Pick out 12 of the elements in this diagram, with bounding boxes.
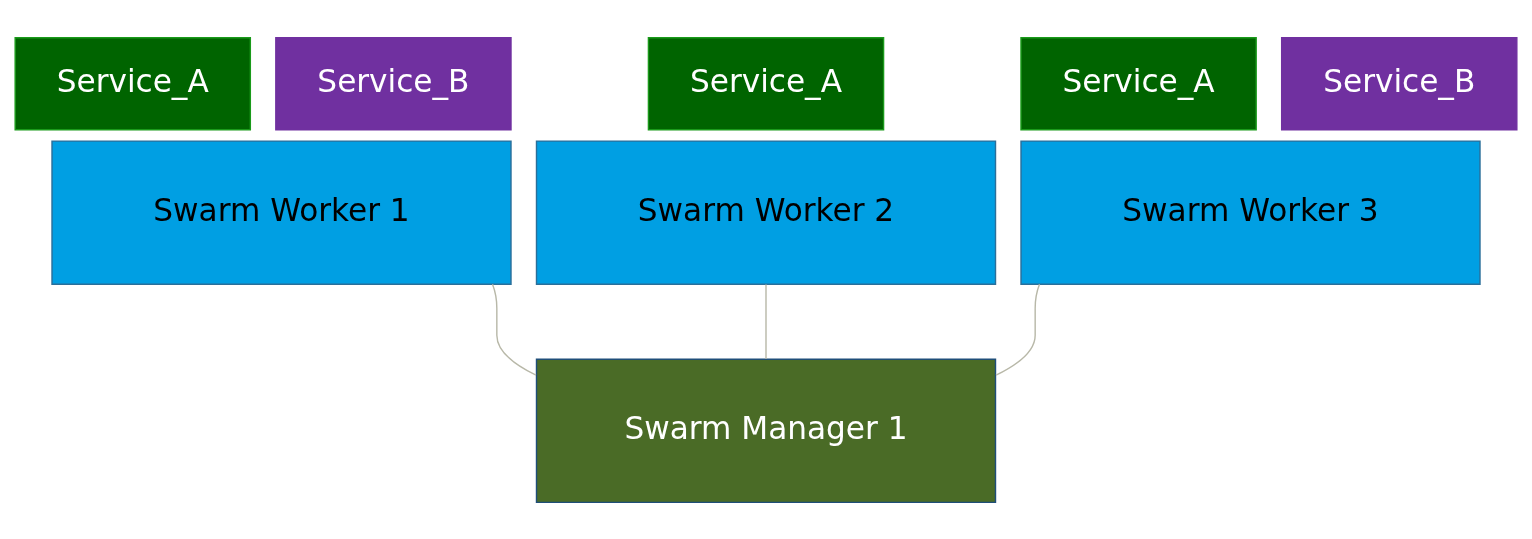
connector	[765, 283, 767, 360]
node-box: Service_B	[1280, 36, 1518, 130]
connector	[491, 283, 537, 376]
node-box: Service_A	[14, 36, 252, 130]
node-box: Swarm Worker 1	[51, 139, 512, 285]
node-box: Swarm Worker 2	[535, 139, 997, 285]
node-box: Service_A	[647, 36, 885, 130]
node-box: Swarm Manager 1	[535, 358, 997, 503]
node-box: Swarm Worker 3	[1020, 139, 1481, 285]
node-box: Service_B	[275, 36, 512, 130]
connector	[995, 283, 1041, 376]
node-box: Service_A	[1020, 36, 1257, 130]
